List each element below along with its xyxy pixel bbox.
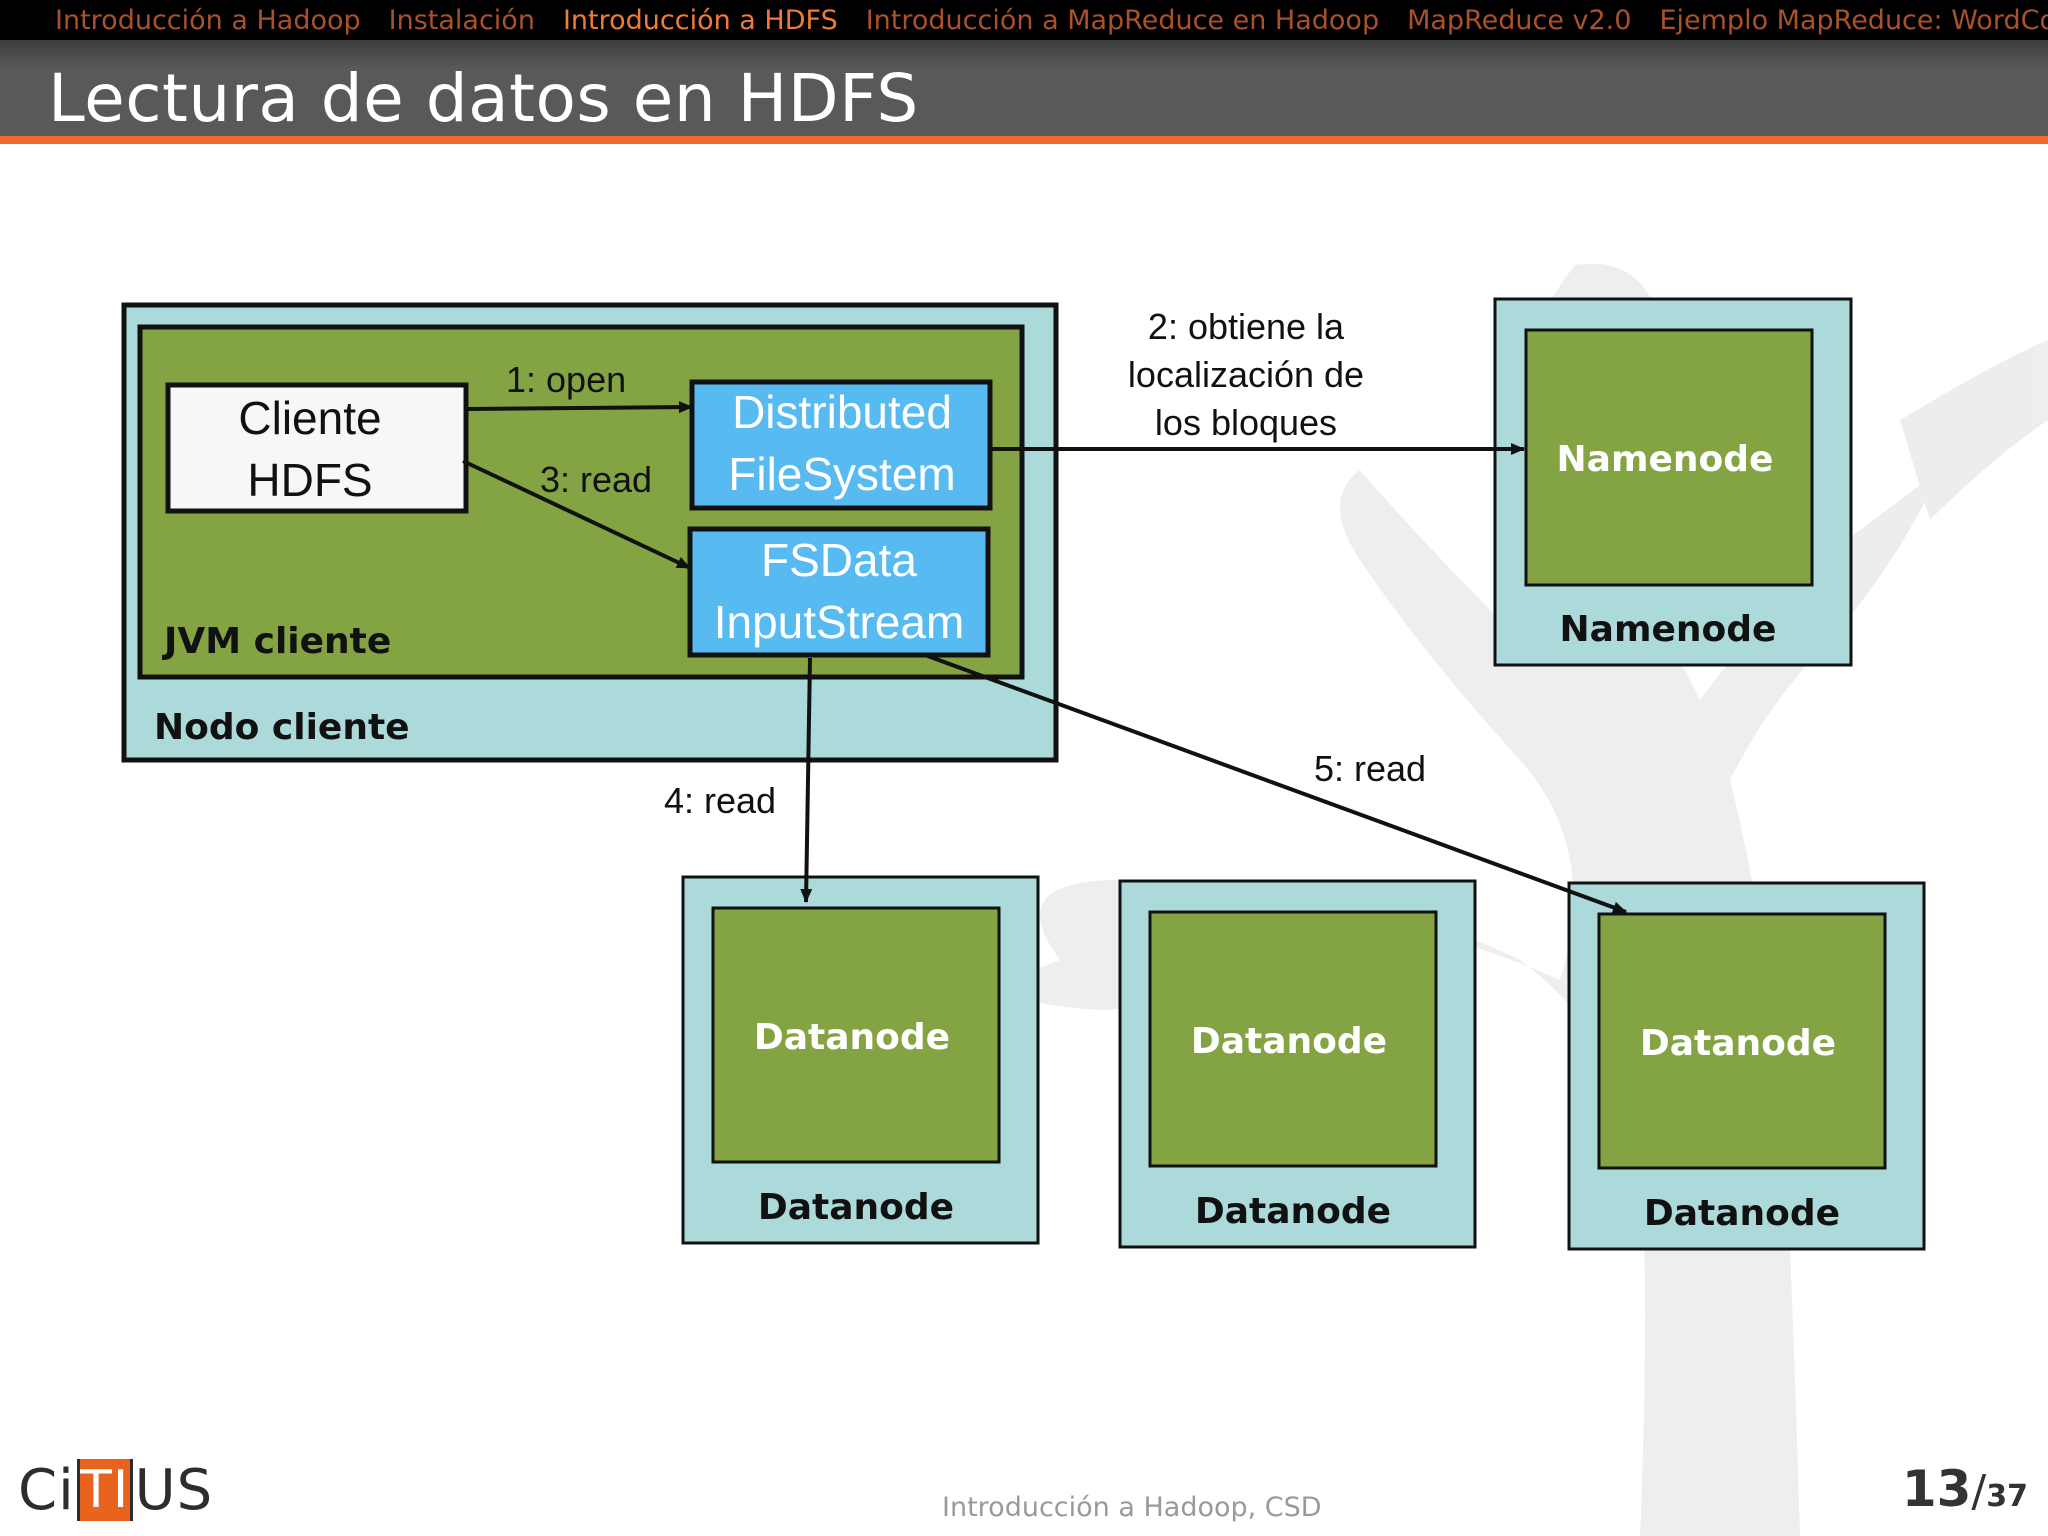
cliente-hdfs-line2: HDFS xyxy=(247,454,372,506)
label-read-3: 3: read xyxy=(540,459,652,500)
fsdata-line1: FSData xyxy=(761,534,917,586)
datanode-3-inner-label: Datanode xyxy=(1640,1023,1836,1064)
label-read-4: 4: read xyxy=(664,780,776,821)
logo-text-right: US xyxy=(134,1457,214,1523)
arrow-read-4 xyxy=(800,657,813,903)
datanode-1-outer-label: Datanode xyxy=(758,1187,954,1228)
arrow-read-3 xyxy=(462,459,691,570)
nodo-cliente-label: Nodo cliente xyxy=(154,707,410,748)
nav-item-instalacion[interactable]: Instalación xyxy=(388,4,535,36)
arrow-open xyxy=(465,401,693,414)
label-read-5: 5: read xyxy=(1314,748,1426,789)
nav-item-intro-hdfs[interactable]: Introducción a HDFS xyxy=(562,4,838,36)
datanode-1-inner-box xyxy=(711,906,1001,1164)
dfs-line2: FileSystem xyxy=(728,448,955,500)
namenode-outer-label: Namenode xyxy=(1560,609,1777,650)
nav-item-mapreduce-v2[interactable]: MapReduce v2.0 xyxy=(1407,4,1632,36)
label-get-locations-line1: 2: obtiene la xyxy=(1148,306,1345,347)
jvm-cliente-label: JVM cliente xyxy=(161,621,391,662)
distributed-filesystem-box xyxy=(689,379,993,511)
nav-item-intro-hadoop[interactable]: Introducción a Hadoop xyxy=(55,4,361,36)
namenode-inner-label: Namenode xyxy=(1557,439,1774,480)
slide-title: Lectura de datos en HDFS xyxy=(48,60,919,137)
nav-item-intro-mapreduce[interactable]: Introducción a MapReduce en Hadoop xyxy=(865,4,1380,36)
page-separator: / xyxy=(1971,1466,1987,1517)
datanode-2-inner-box xyxy=(1148,910,1438,1168)
cliente-hdfs-line1: Cliente xyxy=(238,392,381,444)
page-current: 13 xyxy=(1901,1460,1972,1518)
arrow-read-5 xyxy=(924,653,1627,914)
label-open: 1: open xyxy=(506,359,626,400)
label-get-locations-line3: los bloques xyxy=(1155,402,1337,443)
page-number[interactable]: 13/37 xyxy=(1902,1460,2028,1518)
section-navbar: Introducción a Hadoop Instalación Introd… xyxy=(0,0,2048,40)
logo-text-left: Ci xyxy=(18,1457,75,1523)
title-bar: Lectura de datos en HDFS xyxy=(0,40,2048,144)
fsdata-inputstream-box xyxy=(687,526,991,658)
cliente-hdfs-box xyxy=(165,382,469,514)
datanode-2-inner-label: Datanode xyxy=(1191,1021,1387,1062)
nav-item-ejemplo-wordcount[interactable]: Ejemplo MapReduce: WordCo xyxy=(1659,4,2048,36)
label-get-locations-line2: localización de xyxy=(1128,354,1364,395)
footer-caption: Introducción a Hadoop, CSD xyxy=(942,1492,1322,1523)
datanode-3-outer-label: Datanode xyxy=(1644,1193,1840,1234)
datanode-3-inner-box xyxy=(1597,912,1887,1170)
logo-box: TI xyxy=(76,1459,133,1521)
datanode-2-outer-label: Datanode xyxy=(1195,1191,1391,1232)
citius-logo: Ci TI US xyxy=(18,1457,214,1523)
fsdata-line2: InputStream xyxy=(714,596,965,648)
page-total: 37 xyxy=(1986,1479,2028,1514)
dfs-line1: Distributed xyxy=(732,386,952,438)
datanode-1-inner-label: Datanode xyxy=(754,1017,950,1058)
namenode-inner-box xyxy=(1524,328,1814,587)
